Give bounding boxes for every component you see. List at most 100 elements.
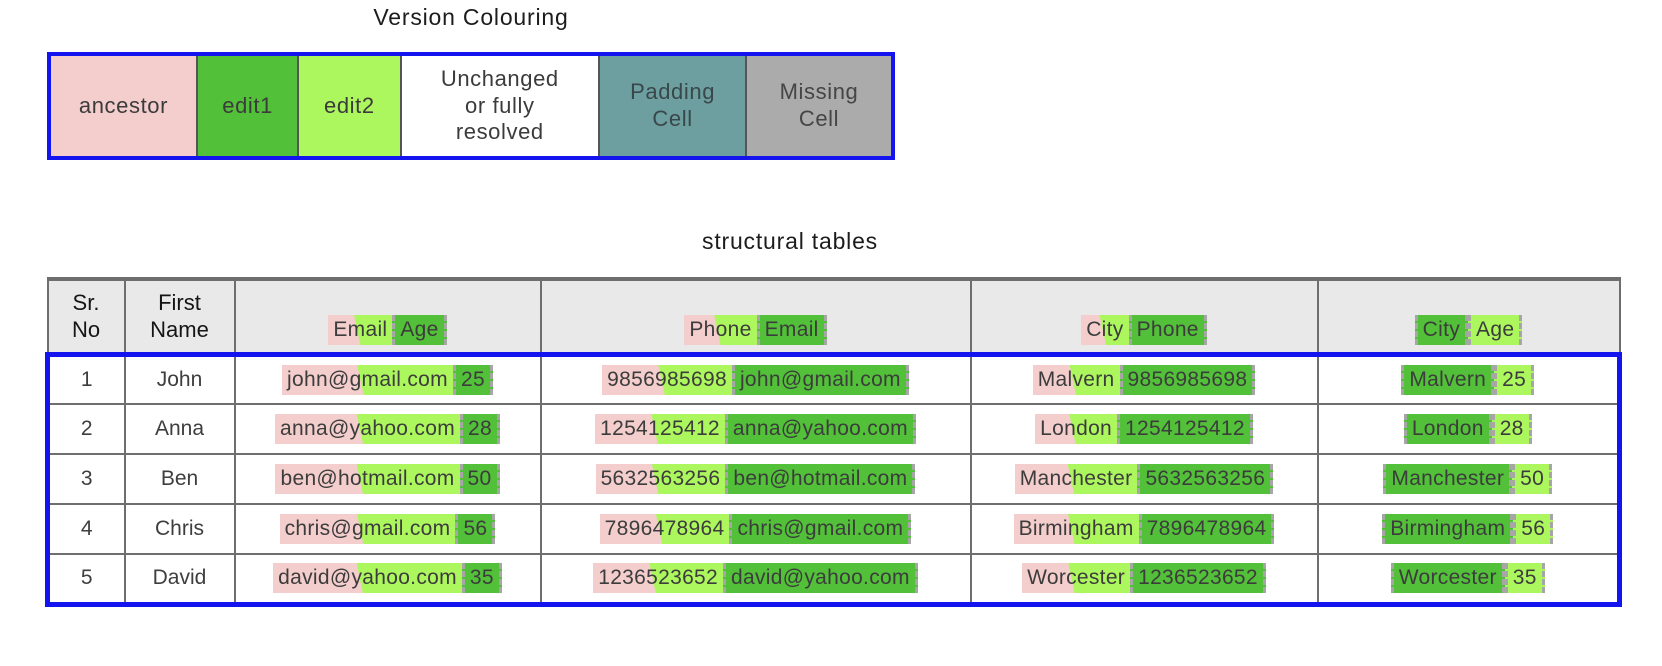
city-age-cell: Worcester 35 — [1316, 553, 1621, 605]
ancestor-edit2-segment: john@gmail.com — [282, 364, 453, 395]
legend-item-ancestor: ancestor — [51, 56, 196, 156]
col-header-first-name: First Name — [123, 277, 236, 355]
col-header-sr-no: Sr. No — [46, 277, 126, 355]
ancestor-edit2-segment: chris@gmail.com — [279, 514, 456, 544]
ancestor-edit2-segment: david@yahoo.com — [273, 563, 462, 594]
table-row: 1 John john@gmail.com 25 9856985698 john… — [46, 353, 1621, 405]
col-header-city-age: City Age — [1316, 277, 1621, 355]
edit1-segment: david@yahoo.com — [723, 563, 918, 594]
table-row: 3 Ben ben@hotmail.com 50 5632563256 ben@… — [46, 453, 1621, 505]
version-colouring-legend: ancestor edit1 edit2 Unchanged or fully … — [47, 52, 895, 160]
header-chip-age-edit1: Age — [392, 315, 447, 346]
ancestor-edit2-segment: 5632563256 — [595, 464, 726, 494]
city-phone-cell: Manchester 5632563256 — [969, 453, 1319, 505]
first-name-cell: Anna — [123, 403, 236, 455]
phone-email-cell: 1254125412 anna@yahoo.com — [539, 403, 972, 455]
legend-item-missing-cell: Missing Cell — [745, 56, 891, 156]
sr-no-cell: 4 — [46, 503, 126, 555]
city-phone-cell: London 1254125412 — [969, 403, 1319, 455]
edit2-segment: 56 — [1513, 514, 1554, 544]
ancestor-edit2-segment: London — [1035, 414, 1118, 444]
header-chip-email-ancestor-edit2: Email — [328, 315, 393, 346]
edit1-segment: Birmingham — [1382, 514, 1514, 544]
city-age-cell: Malvern 25 — [1316, 353, 1621, 405]
first-name-cell: Ben — [123, 453, 236, 505]
ancestor-edit2-segment: Malvern — [1032, 364, 1120, 395]
header-chip-phone-ancestor-edit2: Phone — [684, 315, 757, 346]
legend-item-unchanged: Unchanged or fully resolved — [399, 56, 599, 156]
email-age-cell: david@yahoo.com 35 — [233, 553, 542, 605]
ancestor-edit2-segment: 1254125412 — [595, 414, 725, 444]
header-chip-phone-edit1: Phone — [1128, 315, 1207, 346]
city-age-cell: London 28 — [1316, 403, 1621, 455]
first-name-cell: John — [123, 353, 236, 405]
ancestor-edit2-segment: Worcester — [1022, 563, 1131, 594]
col-header-email-age: Email Age — [233, 277, 542, 355]
sr-no-cell: 1 — [46, 353, 126, 405]
header-chip-city-edit1: City — [1414, 315, 1469, 346]
sr-no-cell: 3 — [46, 453, 126, 505]
sr-no-cell: 2 — [46, 403, 126, 455]
ancestor-edit2-segment: Manchester — [1014, 464, 1138, 494]
edit1-segment: anna@yahoo.com — [724, 414, 916, 444]
table-row: 5 David david@yahoo.com 35 1236523652 da… — [46, 553, 1621, 605]
edit1-segment: 35 — [461, 563, 502, 594]
edit1-segment: john@gmail.com — [731, 364, 909, 395]
city-phone-cell: Birmingham 7896478964 — [969, 503, 1319, 555]
ancestor-edit2-segment: 9856985698 — [602, 364, 732, 395]
legend-item-edit2: edit2 — [297, 56, 400, 156]
first-name-cell: David — [123, 553, 236, 605]
city-phone-cell: Worcester 1236523652 — [969, 553, 1319, 605]
table-body: 1 John john@gmail.com 25 9856985698 john… — [46, 353, 1621, 605]
col-header-city-phone: City Phone — [969, 277, 1319, 355]
email-age-cell: anna@yahoo.com 28 — [233, 403, 542, 455]
table-row: 2 Anna anna@yahoo.com 28 1254125412 anna… — [46, 403, 1621, 455]
edit2-segment: 35 — [1504, 563, 1545, 594]
phone-email-cell: 1236523652 david@yahoo.com — [539, 553, 972, 605]
edit1-segment: 50 — [459, 464, 500, 494]
edit1-segment: London — [1403, 414, 1492, 444]
first-name-cell: Chris — [123, 503, 236, 555]
header-chip-city-ancestor-edit2: City — [1081, 315, 1129, 346]
ancestor-edit2-segment: Birmingham — [1013, 514, 1139, 544]
email-age-cell: chris@gmail.com 56 — [233, 503, 542, 555]
edit1-segment: 1236523652 — [1130, 563, 1266, 594]
edit1-segment: Worcester — [1390, 563, 1505, 594]
legend-item-padding-cell: Padding Cell — [598, 56, 746, 156]
table-row: 4 Chris chris@gmail.com 56 7896478964 ch… — [46, 503, 1621, 555]
ancestor-edit2-segment: 7896478964 — [599, 514, 730, 544]
edit2-segment: 25 — [1494, 364, 1535, 395]
col-header-phone-email: Phone Email — [539, 277, 972, 355]
edit1-segment: 7896478964 — [1138, 514, 1275, 544]
edit1-segment: Manchester — [1383, 464, 1513, 494]
legend-title: Version Colouring — [373, 4, 569, 30]
edit1-segment: Malvern — [1401, 364, 1495, 395]
legend-item-edit1: edit1 — [195, 56, 298, 156]
edit2-segment: 50 — [1512, 464, 1553, 494]
city-age-cell: Birmingham 56 — [1316, 503, 1621, 555]
city-age-cell: Manchester 50 — [1316, 453, 1621, 505]
edit1-segment: 1254125412 — [1117, 414, 1253, 444]
table-title: structural tables — [702, 228, 878, 254]
ancestor-edit2-segment: 1236523652 — [593, 563, 724, 594]
edit1-segment: chris@gmail.com — [729, 514, 912, 544]
phone-email-cell: 9856985698 john@gmail.com — [539, 353, 972, 405]
edit1-segment: ben@hotmail.com — [725, 464, 916, 494]
edit1-segment: 28 — [460, 414, 500, 444]
phone-email-cell: 5632563256 ben@hotmail.com — [539, 453, 972, 505]
table-header: Sr. No First Name Email Age Phone Email — [46, 277, 1621, 355]
phone-email-cell: 7896478964 chris@gmail.com — [539, 503, 972, 555]
header-chip-email-edit1: Email — [756, 315, 827, 346]
header-row: Sr. No First Name Email Age Phone Email — [46, 277, 1621, 355]
email-age-cell: john@gmail.com 25 — [233, 353, 542, 405]
edit1-segment: 56 — [455, 514, 496, 544]
sr-no-cell: 5 — [46, 553, 126, 605]
ancestor-edit2-segment: ben@hotmail.com — [275, 464, 460, 494]
structural-table: Sr. No First Name Email Age Phone Email — [45, 277, 1622, 607]
city-phone-cell: Malvern 9856985698 — [969, 353, 1319, 405]
ancestor-edit2-segment: anna@yahoo.com — [275, 414, 460, 444]
email-age-cell: ben@hotmail.com 50 — [233, 453, 542, 505]
edit2-segment: 28 — [1491, 414, 1532, 444]
edit1-segment: 9856985698 — [1119, 364, 1256, 395]
edit1-segment: 5632563256 — [1137, 464, 1274, 494]
